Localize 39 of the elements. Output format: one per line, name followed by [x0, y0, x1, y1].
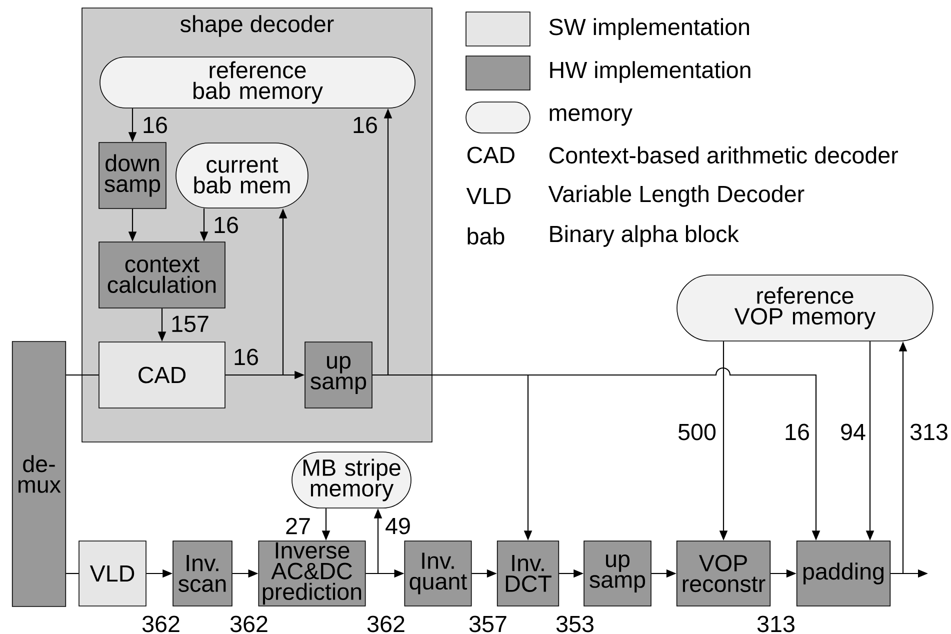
edge-label: 94 — [841, 424, 866, 440]
process-box: Inv. DCT — [496, 540, 560, 606]
edge-label: 16 — [214, 216, 238, 234]
edge-label: 362 — [367, 616, 404, 632]
edge-label: 357 — [469, 616, 506, 632]
edge-label: 313 — [910, 424, 948, 440]
legend-text: HW implementation — [550, 61, 750, 83]
edge-label: 353 — [556, 616, 594, 632]
process-box: down samp — [98, 142, 166, 209]
legend-text: CAD — [467, 146, 514, 164]
process-box: Inv. scan — [172, 540, 232, 606]
edge-label: 27 — [286, 518, 310, 534]
process-box: VOP reconstr — [676, 540, 771, 606]
legend-text: VLD — [466, 188, 511, 204]
process-box: Inverse AC&DC prediction — [258, 540, 366, 606]
edge-label: 16 — [354, 116, 377, 134]
edge-label: 362 — [230, 616, 268, 632]
legend-text: bab — [468, 227, 504, 245]
edge-label: 362 — [142, 616, 180, 632]
edge-label: 16 — [144, 116, 167, 134]
process-box: up samp — [304, 342, 372, 408]
legend-text: Context-based arithmetic decoder — [549, 146, 898, 164]
process-box: padding — [796, 540, 891, 606]
edge-label: 157 — [172, 316, 208, 332]
edge-label: 16 — [786, 424, 809, 440]
edge-label: 16 — [234, 348, 258, 366]
legend-text: SW implementation — [549, 18, 749, 40]
legend-text: Binary alpha block — [550, 225, 739, 247]
process-box: VLD — [78, 540, 146, 606]
legend-text: Variable Length Decoder — [548, 185, 804, 207]
process-box: Inv. quant — [404, 540, 472, 606]
process-box: up samp — [584, 540, 652, 606]
process-box: context calculation — [98, 242, 226, 308]
process-box: de-mux — [12, 341, 66, 607]
process-box: CAD — [98, 342, 226, 408]
edge-label: 49 — [386, 518, 410, 534]
edge-label: 500 — [678, 424, 716, 440]
legend-text: memory — [550, 108, 632, 126]
edge-label: 313 — [757, 616, 794, 632]
